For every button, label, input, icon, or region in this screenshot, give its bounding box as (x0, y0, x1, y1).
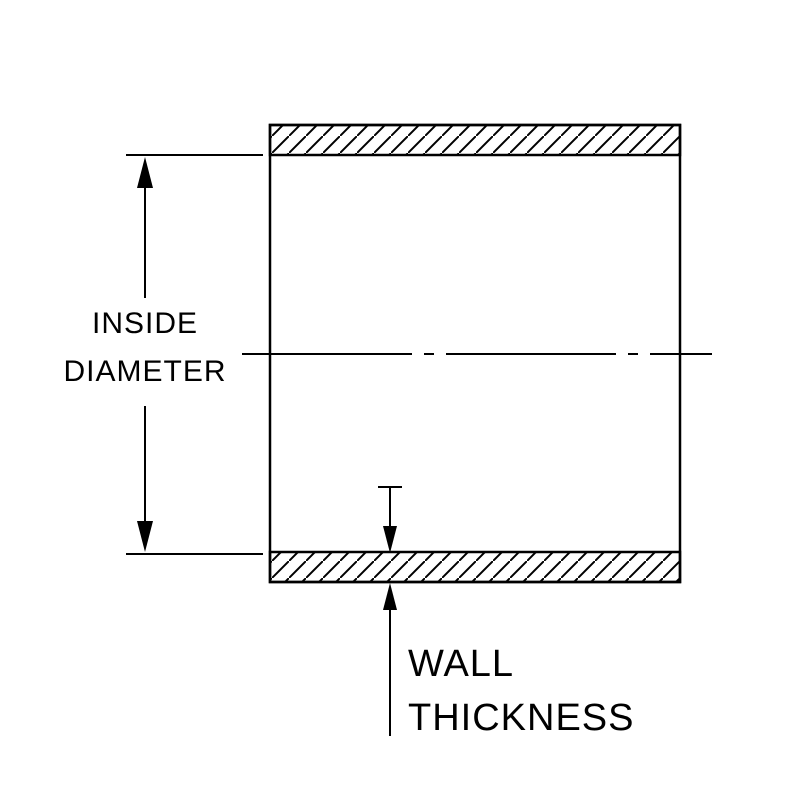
arrowhead-up-to-wall-icon (383, 583, 397, 610)
inside-diameter-label-line1: INSIDE (92, 307, 198, 340)
wall-thickness-label-line1: WALL (408, 643, 514, 685)
tube-body (242, 123, 712, 584)
tube-wall-top-hatch (268, 123, 682, 157)
wall-thickness-label-line2: THICKNESS (408, 697, 634, 739)
wall-thickness-callout (378, 486, 402, 736)
tube-wall-bottom-hatch (268, 550, 682, 584)
arrowhead-down-icon (137, 521, 153, 552)
arrowhead-up-icon (137, 157, 153, 188)
inside-diameter-dimension (126, 154, 263, 555)
inside-diameter-label-line2: DIAMETER (63, 355, 226, 388)
arrowhead-down-to-wall-icon (383, 526, 397, 553)
